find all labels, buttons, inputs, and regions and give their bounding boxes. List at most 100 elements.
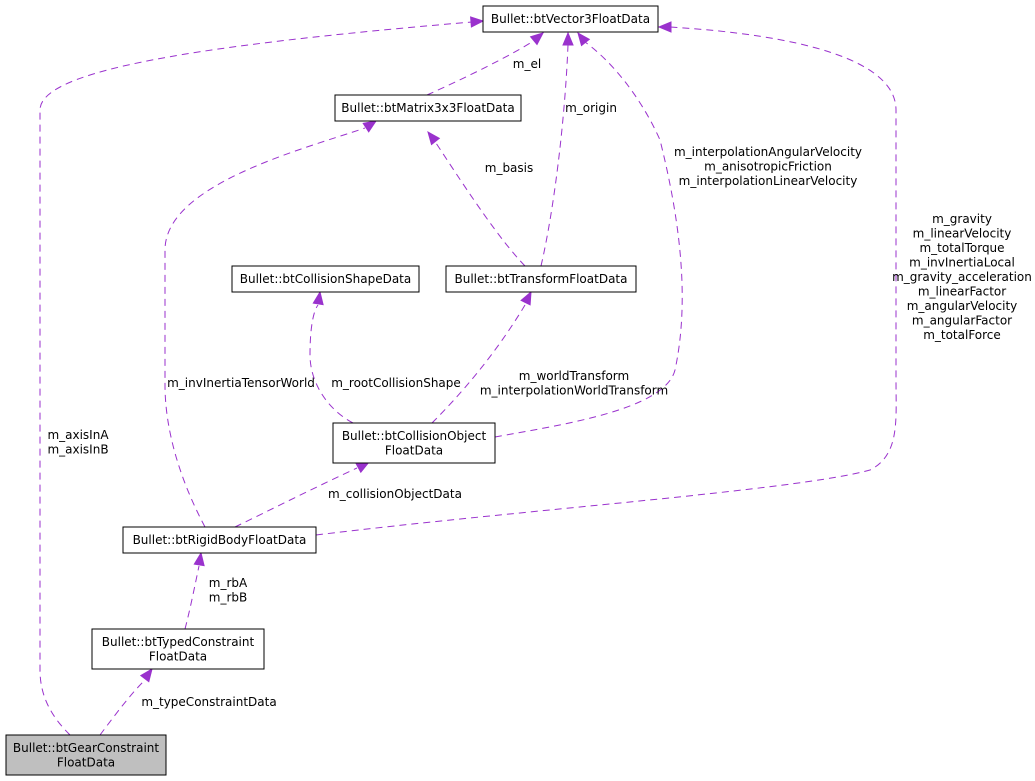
edge-line-axes [39,21,473,736]
arrowhead-icon [470,16,485,28]
edge-label-line: m_linearFactor [918,285,1006,299]
edge-label-line: m_linearVelocity [913,227,1012,241]
node-label: Bullet::btTransformFloatData [455,272,628,286]
node-box[interactable] [5,734,167,776]
arrowhead-icon [362,120,378,133]
edge-label-line: m_origin [565,101,617,115]
edge-label-line: m_totalForce [923,328,1001,342]
arrowhead-icon [427,130,441,146]
node-vector3[interactable]: Bullet::btVector3FloatData [482,5,659,33]
node-label: Bullet::btMatrix3x3FloatData [341,101,514,115]
node-label-line: FloatData [385,443,443,457]
edge-label-line: m_basis [485,161,534,175]
edge-label-line: m_axisInA [47,428,109,442]
edge-label-m-type-constraint-data: m_typeConstraintData [141,695,276,709]
arrowhead-icon [139,667,153,683]
node-label-line: Bullet::btCollisionShapeData [240,272,412,286]
node-label: Bullet::btCollisionShapeData [240,272,412,286]
node-label-line: Bullet::btTransformFloatData [455,272,628,286]
edge-label-line: m_anisotropicFriction [704,160,832,174]
node-label-line: Bullet::btRigidBodyFloatData [133,533,307,547]
node-box[interactable] [122,526,317,554]
node-label-line: Bullet::btVector3FloatData [491,12,650,26]
edge-label-m-root-collision-shape: m_rootCollisionShape [331,376,461,390]
edge-label-line: m_rbB [209,591,247,605]
node-label-line: Bullet::btGearConstraint [13,741,159,755]
edge-m-basis: m_basis [427,130,534,267]
edge-label-m-origin: m_origin [565,101,617,115]
edge-line-m-basis [435,142,526,267]
node-collision-shape[interactable]: Bullet::btCollisionShapeData [231,265,420,293]
node-label: Bullet::btVector3FloatData [491,12,650,26]
arrowhead-icon [577,31,591,47]
edge-label-m-basis: m_basis [485,161,534,175]
edge-label-line: m_totalTorque [919,241,1004,255]
edge-line-rigid-bodies [184,565,200,630]
edge-label-line: m_interpolationAngularVelocity [674,145,862,159]
node-box[interactable] [91,628,265,670]
node-transform[interactable]: Bullet::btTransformFloatData [445,265,637,293]
arrowhead-icon [355,461,371,474]
edge-label-line: m_gravity_acceleration [892,270,1032,284]
edge-m-root-collision-shape: m_rootCollisionShape [309,290,461,424]
edge-label-line: m_interpolationLinearVelocity [679,174,858,188]
edge-label-line: m_rootCollisionShape [331,376,461,390]
node-box[interactable] [231,265,420,293]
edge-label-line: m_worldTransform [519,369,629,383]
nodes-layer: Bullet::btVector3FloatDataBullet::btMatr… [5,5,659,776]
edge-line-collision-obj-vectors [494,41,683,438]
edge-label-line: m_typeConstraintData [141,695,276,709]
edge-label-line: m_angularFactor [912,314,1012,328]
edge-label-line: m_el [513,57,541,71]
node-box[interactable] [482,5,659,33]
edge-m-origin: m_origin [540,31,617,267]
node-label-line: FloatData [57,755,115,769]
node-label-line: Bullet::btMatrix3x3FloatData [341,101,514,115]
edge-m-type-constraint-data: m_typeConstraintData [99,667,277,736]
edge-label-line: m_rbA [209,576,248,590]
edge-m-inv-inertia-tensor-world: m_invInertiaTensorWorld [164,120,378,528]
edge-label-line: m_invInertiaLocal [909,256,1015,270]
edge-label-m-inv-inertia-tensor-world: m_invInertiaTensorWorld [167,376,315,390]
edge-line-m-collision-object-data [234,467,358,528]
node-box[interactable] [334,94,522,122]
node-label-line: Bullet::btTypedConstraint [102,635,255,649]
node-box[interactable] [332,422,496,464]
edge-line-m-type-constraint-data [99,681,144,736]
node-label-line: FloatData [149,649,207,663]
edge-line-m-inv-inertia-tensor-world [164,127,366,528]
arrowhead-icon [562,31,574,46]
arrowhead-icon [529,32,544,46]
edge-line-m-root-collision-shape [309,304,354,424]
edge-label-line: m_axisInB [47,443,108,457]
node-rigid-body[interactable]: Bullet::btRigidBodyFloatData [122,526,317,554]
edge-line-rigid-body-vectors [315,26,897,536]
edge-label-line: m_angularVelocity [907,299,1018,313]
arrowhead-icon [657,21,672,33]
edge-label-line: m_interpolationWorldTransform [480,384,668,398]
edge-label-line: m_gravity [932,212,992,226]
edge-line-m-origin [540,44,569,267]
node-matrix3x3[interactable]: Bullet::btMatrix3x3FloatData [334,94,522,122]
node-label-line: Bullet::btCollisionObject [342,429,487,443]
node-box[interactable] [445,265,637,293]
edge-m-el: m_el [426,32,544,96]
node-label: Bullet::btRigidBodyFloatData [133,533,307,547]
arrowhead-icon [312,290,324,306]
edge-m-collision-object-data: m_collisionObjectData [234,461,462,528]
